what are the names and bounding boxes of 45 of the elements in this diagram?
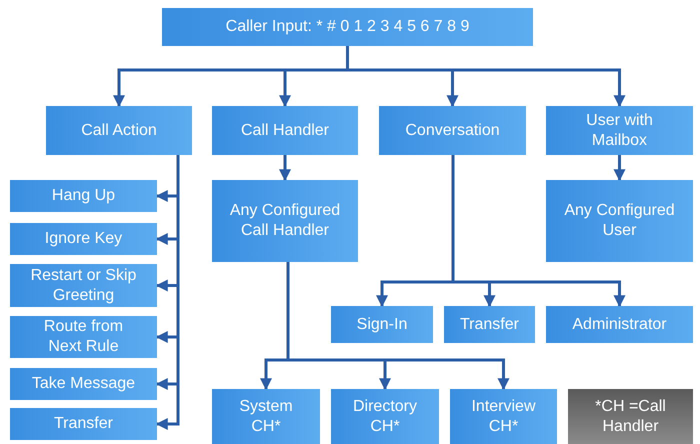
box-label: Interview CH* (470, 396, 537, 436)
box-label: Any Configured User (563, 201, 676, 241)
box-label: Take Message (32, 374, 136, 394)
note-box (568, 389, 693, 444)
process-box (331, 306, 433, 343)
process-box (10, 368, 157, 400)
process-box (444, 306, 535, 343)
box-label: Directory CH* (352, 396, 418, 436)
process-box (331, 389, 439, 444)
box-label: Caller Input: * # 0 1 2 3 4 5 6 7 8 9 (226, 17, 470, 37)
process-box (10, 264, 157, 307)
box-label: Conversation (405, 120, 500, 140)
process-box (212, 106, 358, 155)
box-label: System CH* (238, 396, 294, 436)
process-box (546, 106, 693, 155)
connector-arrow (346, 46, 626, 108)
box-label: Sign-In (356, 314, 408, 334)
process-box (162, 8, 533, 46)
box-label: *CH =Call Handler (594, 396, 667, 436)
process-box (46, 106, 192, 155)
box-label: Ignore Key (44, 229, 122, 249)
box-label: Transfer (460, 314, 519, 334)
process-box (450, 389, 557, 444)
connector-arrow (286, 262, 510, 390)
box-label: Any Configured Call Handler (229, 201, 341, 241)
box-label: Transfer (54, 414, 113, 434)
process-box (10, 316, 157, 358)
process-box (212, 389, 320, 444)
process-box (546, 306, 693, 343)
connector-arrow (279, 155, 291, 182)
box-label: Call Action (81, 120, 157, 140)
box-label: User with Mailbox (585, 110, 654, 150)
connector-arrow (452, 155, 626, 308)
process-box (10, 408, 157, 440)
process-box (546, 180, 693, 262)
box-label: Administrator (572, 314, 667, 334)
process-box (10, 180, 157, 212)
box-label: Hang Up (52, 186, 116, 206)
box-label: Route from Next Rule (42, 317, 124, 357)
process-box (379, 106, 526, 155)
process-box (10, 223, 157, 255)
box-label: Call Handler (240, 120, 330, 140)
connector-arrow (614, 155, 626, 182)
box-label: Restart or Skip Greeting (30, 266, 138, 306)
process-box (212, 180, 358, 262)
